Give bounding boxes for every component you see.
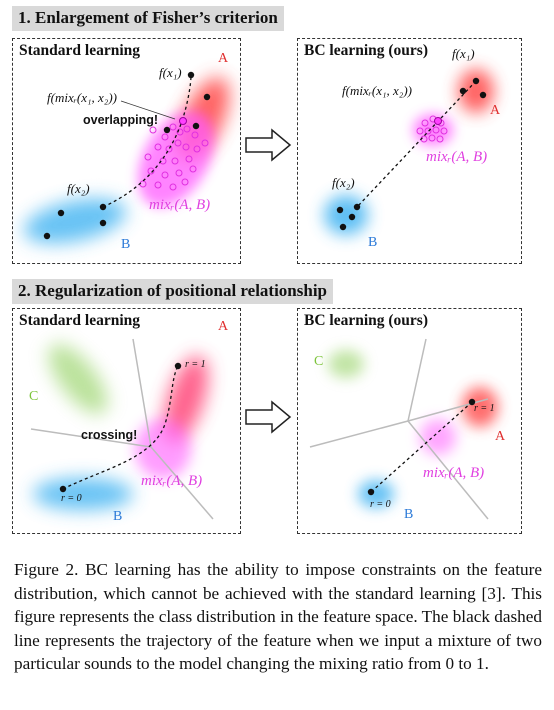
r0-label: r = 0 — [61, 493, 82, 504]
class-b-label: B — [121, 237, 131, 252]
class-b-region — [358, 480, 394, 508]
mix-label: mixᵣ(A, B) — [423, 465, 485, 481]
class-a-label: A — [495, 429, 506, 444]
mix-label: mixᵣ(A, B) — [426, 149, 488, 165]
panel-title: Standard learning — [19, 312, 141, 329]
class-c-region — [48, 344, 108, 414]
start-point — [59, 485, 67, 493]
r1-label: r = 1 — [474, 403, 495, 414]
class-b-region — [23, 198, 127, 244]
class-b-label: B — [404, 507, 414, 522]
fx2-label: f(x₂) — [332, 175, 355, 190]
class-b-region — [33, 478, 133, 510]
fmix-label: f(mixᵣ(x₁, x₂)) — [342, 83, 412, 98]
end-point — [174, 362, 182, 370]
mix-point — [434, 117, 442, 125]
fx1-label: f(x₁) — [159, 65, 182, 80]
mix-region — [138, 111, 214, 207]
panel-bc-learning-1: BC learning (ours) f(x₁) f(mixᵣ(x₁, x₂))… — [297, 38, 522, 264]
fx1-label: f(x₁) — [452, 46, 475, 61]
class-c-region — [328, 350, 364, 378]
panel-1-right-canvas — [324, 69, 494, 235]
class-c-label: C — [314, 354, 324, 369]
mix-label: mixᵣ(A, B) — [141, 473, 203, 489]
trajectory — [370, 401, 473, 493]
class-a-region — [163, 355, 209, 443]
class-a-label: A — [218, 51, 229, 66]
fmix-label: f(mixᵣ(x₁, x₂)) — [47, 90, 117, 105]
r0-label: r = 0 — [370, 499, 391, 510]
class-a-region — [458, 69, 494, 113]
end-point — [468, 398, 476, 406]
mix-region — [135, 419, 191, 479]
class-a-label: A — [218, 319, 229, 334]
fx2-label: f(x₂) — [67, 181, 90, 196]
crossing-label: crossing! — [81, 428, 138, 442]
class-b-region — [324, 195, 368, 235]
panel-bc-learning-2: BC learning (ours) C r = 1 A mixᵣ(A, B) … — [297, 308, 522, 534]
class-a-label: A — [490, 103, 501, 118]
r1-label: r = 1 — [185, 359, 206, 370]
figure-caption: Figure 2. BC learning has the ability to… — [14, 560, 542, 674]
mix-point — [179, 117, 187, 125]
class-b-label: B — [368, 235, 378, 250]
class-b-label: B — [113, 509, 123, 524]
class-points — [336, 77, 487, 231]
start-point — [367, 488, 375, 496]
class-a-region — [462, 387, 498, 427]
panel-title: Standard learning — [19, 42, 141, 59]
panel-2-left-canvas — [30, 338, 214, 520]
trajectory — [62, 365, 179, 490]
class-points — [43, 71, 211, 240]
overlapping-label: overlapping! — [83, 113, 159, 127]
trajectory — [102, 74, 192, 208]
decision-boundaries — [30, 338, 214, 520]
panel-standard-learning-1: Standard learning A f(x₁) f(mixᵣ(x₁, x₂)… — [12, 38, 241, 264]
panel-standard-learning-2: Standard learning A r = 1 C crossing! mi… — [12, 308, 241, 534]
arrow-right-icon — [245, 400, 292, 434]
panel-title: BC learning (ours) — [304, 42, 428, 59]
panel-2-right-canvas — [309, 338, 498, 520]
mix-samples — [139, 123, 209, 191]
mix-pointer — [120, 100, 176, 120]
mix-region — [420, 419, 456, 455]
trajectory — [356, 80, 477, 208]
section2-title: 2. Regularization of positional relation… — [12, 279, 334, 304]
mix-label: mixᵣ(A, B) — [149, 197, 211, 213]
section1-title: 1. Enlargement of Fisher’s criterion — [12, 6, 284, 31]
class-c-label: C — [29, 389, 39, 404]
panel-1-left-canvas — [23, 71, 230, 244]
arrow-right-icon — [245, 128, 292, 162]
panel-title: BC learning (ours) — [304, 312, 428, 329]
